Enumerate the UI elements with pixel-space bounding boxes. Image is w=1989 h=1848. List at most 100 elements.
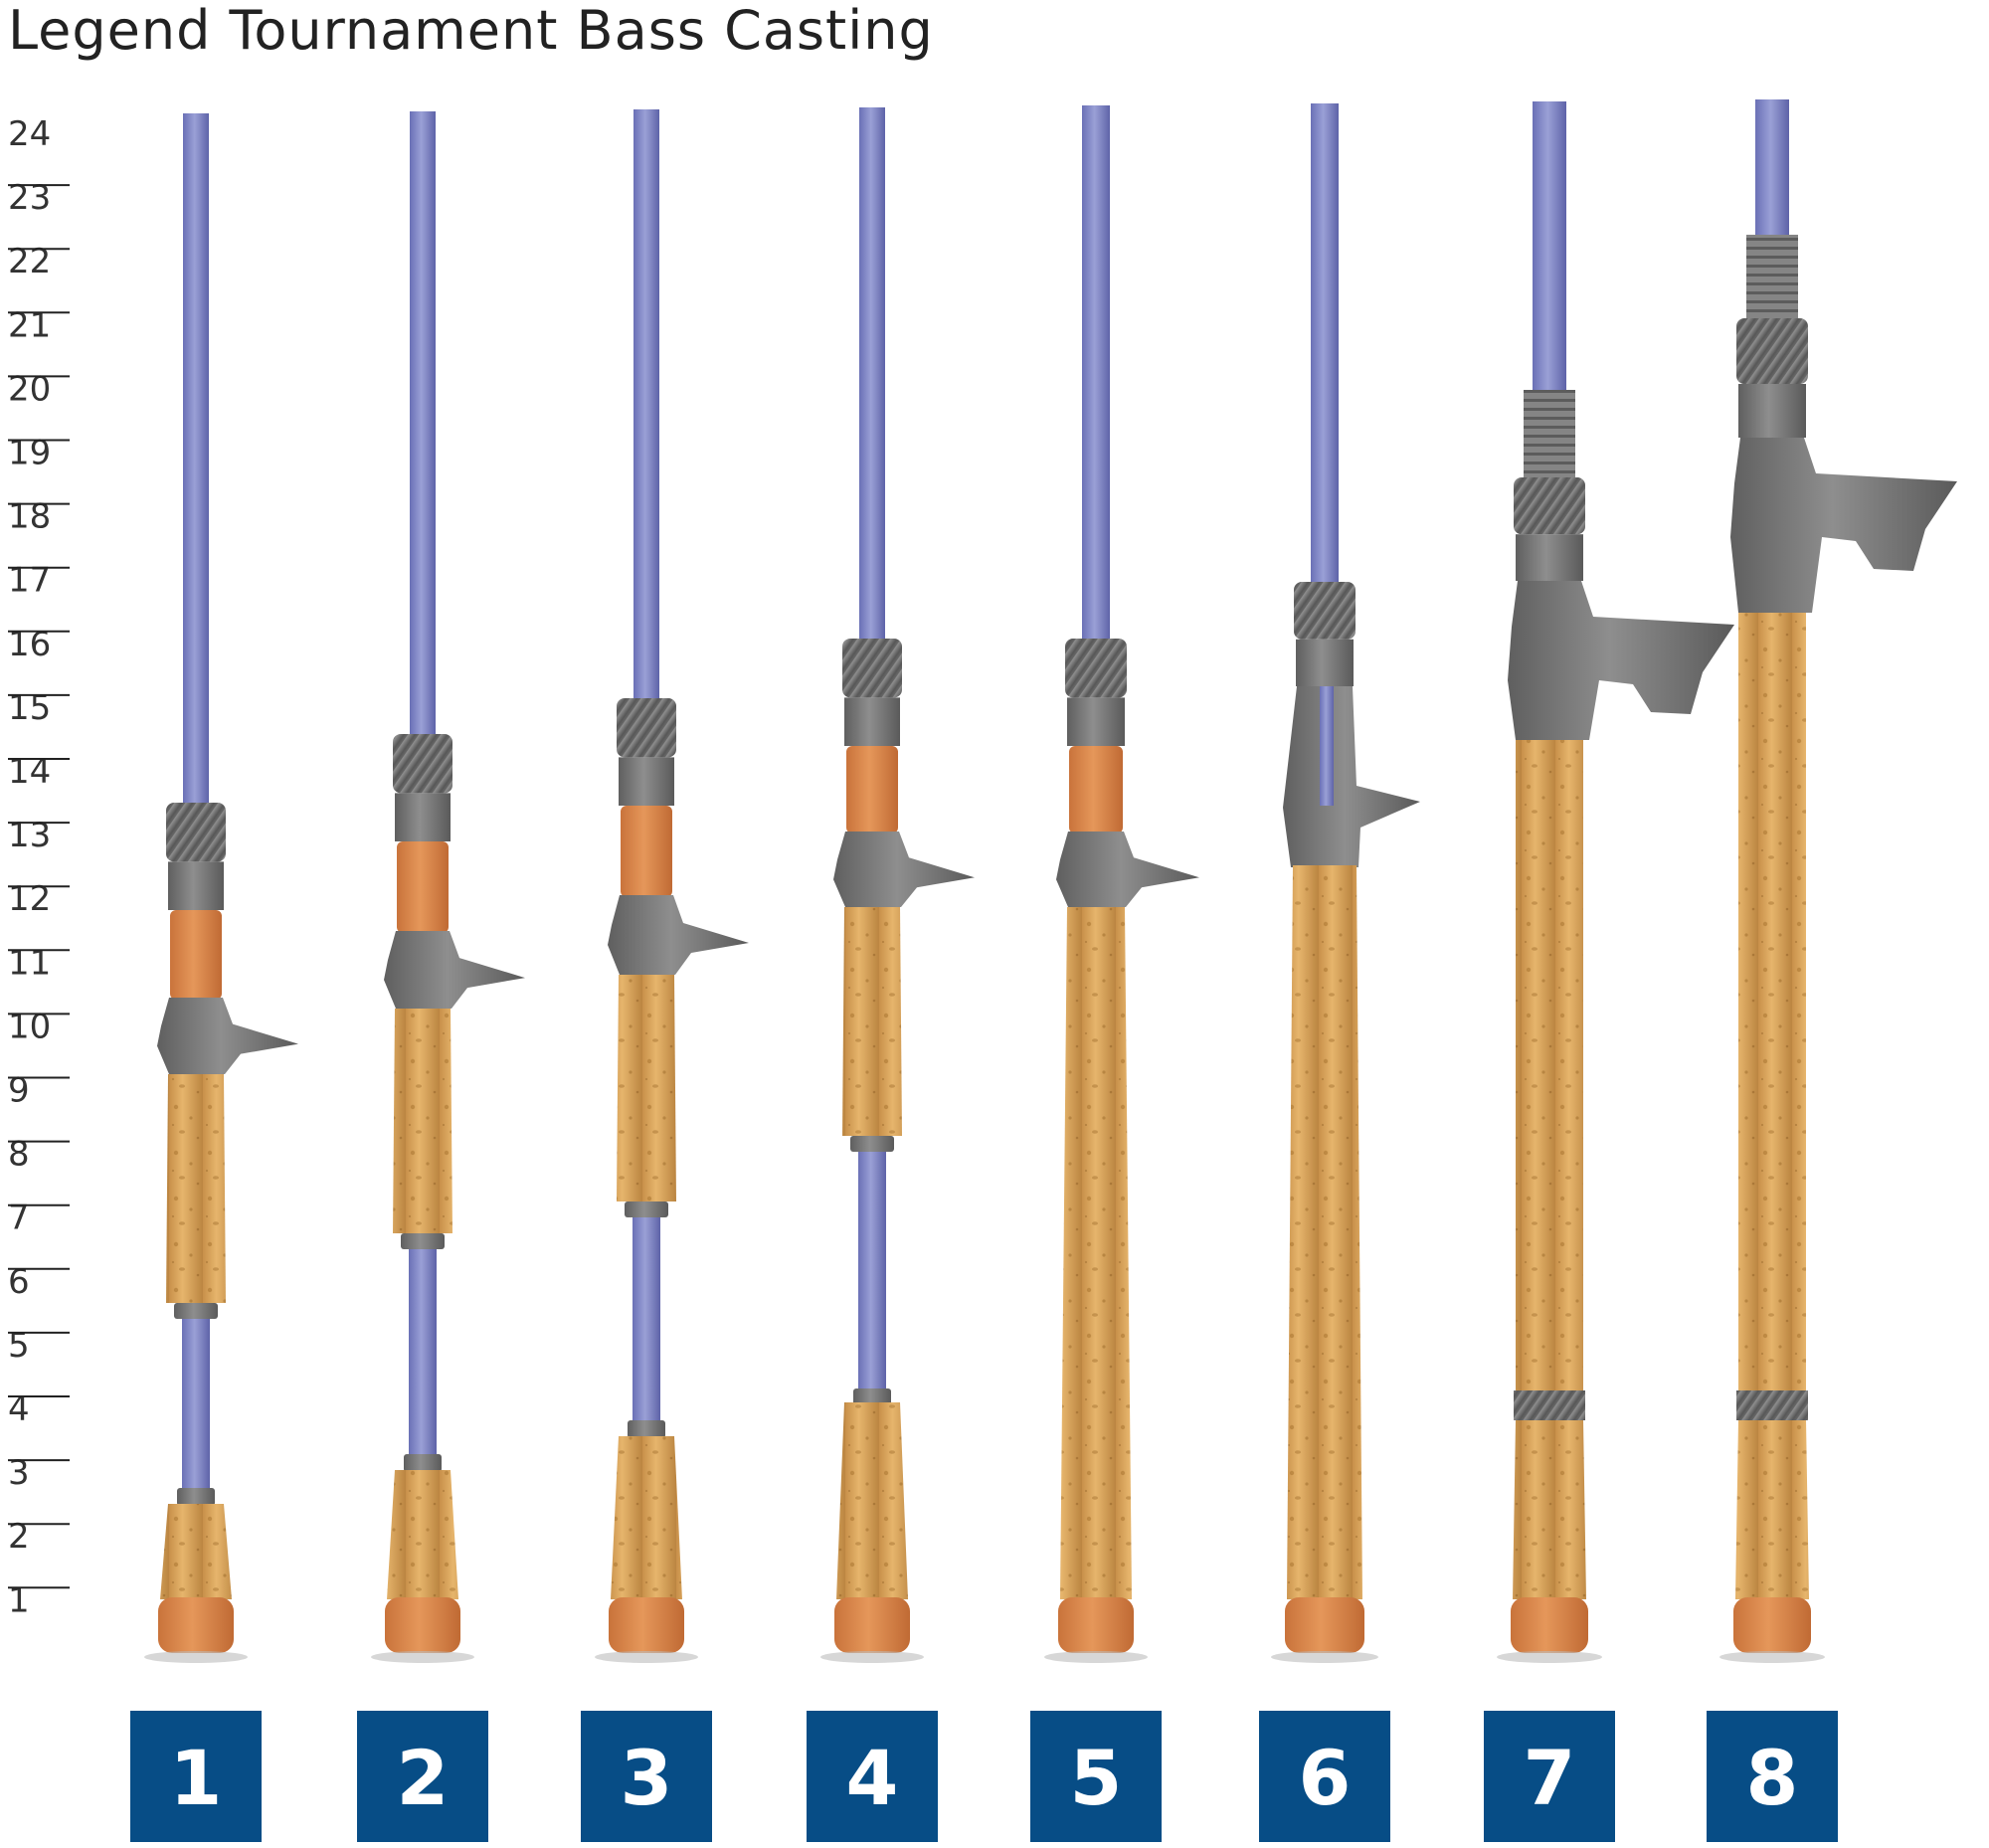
blank-section (1320, 686, 1334, 806)
trigger-reel-seat (384, 931, 525, 1009)
rod-8: 8 (1707, 99, 1957, 1842)
badge-background (1484, 1711, 1615, 1842)
blank-section (1755, 99, 1789, 239)
trigger-reel-seat (157, 998, 298, 1074)
reel-seat-ring (395, 793, 451, 841)
cork-grip (166, 1074, 226, 1303)
butt-cap (834, 1597, 910, 1653)
rod-number-label: 7 (1524, 1734, 1576, 1822)
butt-cap (1511, 1597, 1588, 1653)
blank-section (859, 107, 885, 644)
butt-cap (609, 1597, 684, 1653)
butt-cap (1058, 1597, 1134, 1653)
shadow (1719, 1651, 1825, 1663)
reel-seat-ring (168, 861, 224, 910)
cork-grip (1735, 1420, 1809, 1599)
pistol-grip-seat (1730, 438, 1957, 613)
ruler-label-6: 6 (8, 1262, 30, 1302)
ruler-label-3: 3 (8, 1453, 30, 1493)
shadow (1271, 1651, 1378, 1663)
rod-number-badge-3: 3 (581, 1711, 712, 1842)
threaded-seat (1524, 390, 1575, 477)
badge-background (1259, 1711, 1390, 1842)
winding-check (174, 1303, 218, 1319)
ruler-label-7: 7 (8, 1199, 30, 1238)
blank-section (633, 1217, 660, 1420)
hood-nut (1736, 318, 1808, 384)
reel-seat-ring (619, 757, 674, 806)
hood-nut (166, 803, 226, 862)
rod-7: 7 (1484, 101, 1734, 1842)
blank-section (410, 111, 436, 739)
ruler-label-9: 9 (8, 1071, 30, 1111)
rod-number-badge-7: 7 (1484, 1711, 1615, 1842)
trigger-reel-seat (608, 895, 749, 975)
shadow (371, 1651, 474, 1663)
reel-seat-ring (844, 697, 900, 746)
shadow (144, 1651, 248, 1663)
hood-nut (1514, 477, 1585, 535)
ruler-label-18: 18 (8, 497, 51, 537)
rod-number-badge-5: 5 (1030, 1711, 1162, 1842)
foregrip (170, 910, 222, 1000)
reel-seat-ring (1516, 534, 1583, 581)
trigger-reel-seat (1056, 832, 1199, 907)
reel-seat-ring (1296, 639, 1354, 686)
winding-check (625, 1201, 668, 1217)
butt-cap (158, 1597, 234, 1653)
rod-number-badge-2: 2 (357, 1711, 488, 1842)
hood-nut (842, 639, 902, 698)
badge-background (581, 1711, 712, 1842)
cork-grip (611, 1436, 682, 1599)
rod-number-label: 3 (621, 1734, 673, 1822)
blank-section (633, 109, 659, 703)
rod-number-label: 1 (170, 1734, 223, 1822)
hood-nut (617, 698, 676, 758)
shadow (1497, 1651, 1602, 1663)
blank-section (1311, 103, 1339, 587)
ruler-label-24: 24 (8, 114, 51, 154)
reel-seat-ring (1067, 697, 1125, 746)
winding-check (628, 1420, 665, 1438)
blank-section (182, 1319, 210, 1488)
hood-nut (393, 734, 452, 794)
blank-section (1533, 101, 1566, 394)
cork-grip (1513, 1420, 1586, 1599)
butt-cap (385, 1597, 460, 1653)
winding-check (177, 1488, 215, 1506)
rod-number-label: 2 (397, 1734, 450, 1822)
hood-nut (1065, 639, 1127, 698)
ruler-label-4: 4 (8, 1389, 30, 1429)
cork-grip (836, 1402, 908, 1599)
rod-number-label: 6 (1299, 1734, 1352, 1822)
cork-grip (617, 975, 676, 1201)
ruler-label-5: 5 (8, 1326, 30, 1366)
badge-background (1030, 1711, 1162, 1842)
cork-grip (1516, 740, 1583, 1390)
blank-section (183, 113, 209, 808)
cork-grip (160, 1504, 232, 1599)
trigger-reel-seat (833, 832, 975, 907)
ruler-label-1: 1 (8, 1580, 30, 1620)
rod-number-badge-1: 1 (130, 1711, 262, 1842)
rod-2: 2 (357, 111, 525, 1842)
rod-number-badge-4: 4 (807, 1711, 938, 1842)
rod-number-label: 5 (1070, 1734, 1123, 1822)
shadow (820, 1651, 924, 1663)
winding-check (853, 1388, 891, 1406)
cork-grip (1060, 907, 1132, 1599)
page-title: Legend Tournament Bass Casting (8, 0, 934, 62)
rod-number-badge-6: 6 (1259, 1711, 1390, 1842)
ruler-label-8: 8 (8, 1135, 30, 1175)
winding-check (404, 1454, 442, 1472)
winding-check (850, 1136, 894, 1152)
butt-ring (1736, 1390, 1808, 1420)
blank-section (1082, 105, 1110, 644)
rod-5: 5 (1030, 105, 1199, 1842)
threaded-seat (1746, 235, 1798, 318)
badge-background (357, 1711, 488, 1842)
cork-grip (1738, 613, 1806, 1390)
shadow (595, 1651, 698, 1663)
foregrip (397, 841, 449, 933)
